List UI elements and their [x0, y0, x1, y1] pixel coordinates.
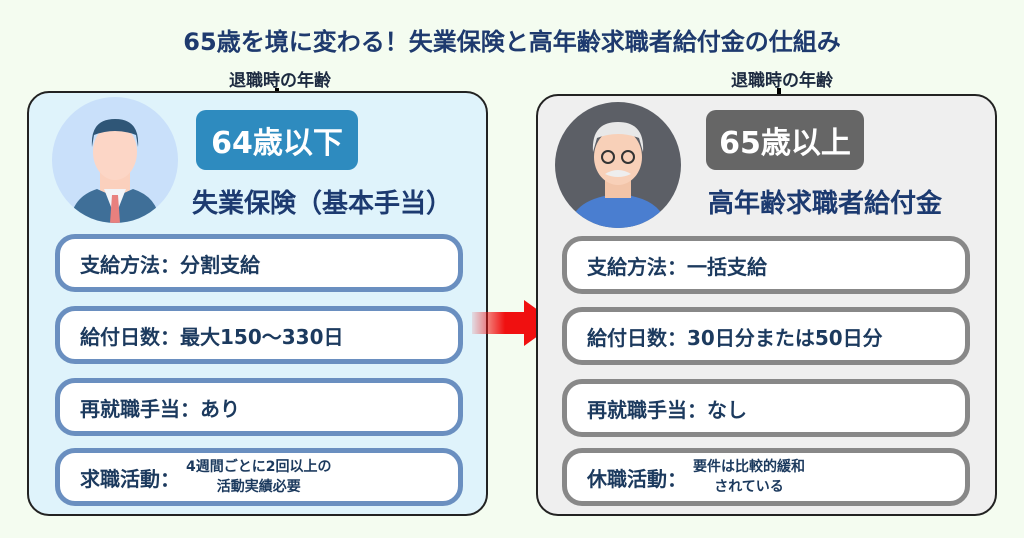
item-detail: されている: [714, 479, 784, 495]
item-detail: 要件は比較的緩和: [693, 459, 805, 475]
right-item-days: 給付日数：30日分または50日分: [562, 307, 970, 365]
item-label: 支給方法：一括支給: [587, 254, 767, 279]
right-item-reemployment: 再就職手当：なし: [562, 379, 970, 437]
item-label: 再就職手当：あり: [80, 396, 240, 421]
item-label: 給付日数：30日分または50日分: [587, 325, 883, 350]
left-item-reemployment: 再就職手当：あり: [55, 378, 463, 436]
item-detail: 活動実績必要: [216, 479, 301, 495]
right-down-arrow-stem: [777, 88, 781, 96]
item-label: 再就職手当：なし: [587, 397, 747, 422]
right-subtitle: 高年齢求職者給付金: [707, 189, 942, 219]
item-label: 給付日数：最大150〜330日: [80, 324, 344, 349]
left-subtitle: 失業保険（基本手当）: [191, 189, 452, 219]
page-title: 65歳を境に変わる！失業保険と高年齢求職者給付金の仕組み: [183, 28, 841, 56]
left-age-badge: 64歳以下: [196, 110, 358, 170]
right-caption: 退職時の年齢: [731, 71, 833, 91]
right-item-jobsearch: 休職活動： 要件は比較的緩和されている: [562, 448, 970, 506]
right-age-badge: 65歳以上: [706, 110, 864, 170]
left-caption: 退職時の年齢: [229, 71, 331, 91]
businessman-avatar-icon: [52, 97, 178, 223]
left-item-jobsearch: 求職活動： 4週間ごとに2回以上の活動実績必要: [55, 448, 463, 506]
item-label: 休職活動：: [587, 466, 687, 491]
item-label: 支給方法：分割支給: [80, 252, 260, 277]
left-item-days: 給付日数：最大150〜330日: [55, 306, 463, 364]
item-label: 求職活動：: [80, 466, 180, 491]
left-item-payment: 支給方法：分割支給: [55, 234, 463, 292]
right-item-payment: 支給方法：一括支給: [562, 236, 970, 294]
elderly-man-avatar-icon: [555, 102, 681, 228]
item-detail: 4週間ごとに2回以上の: [186, 459, 332, 475]
